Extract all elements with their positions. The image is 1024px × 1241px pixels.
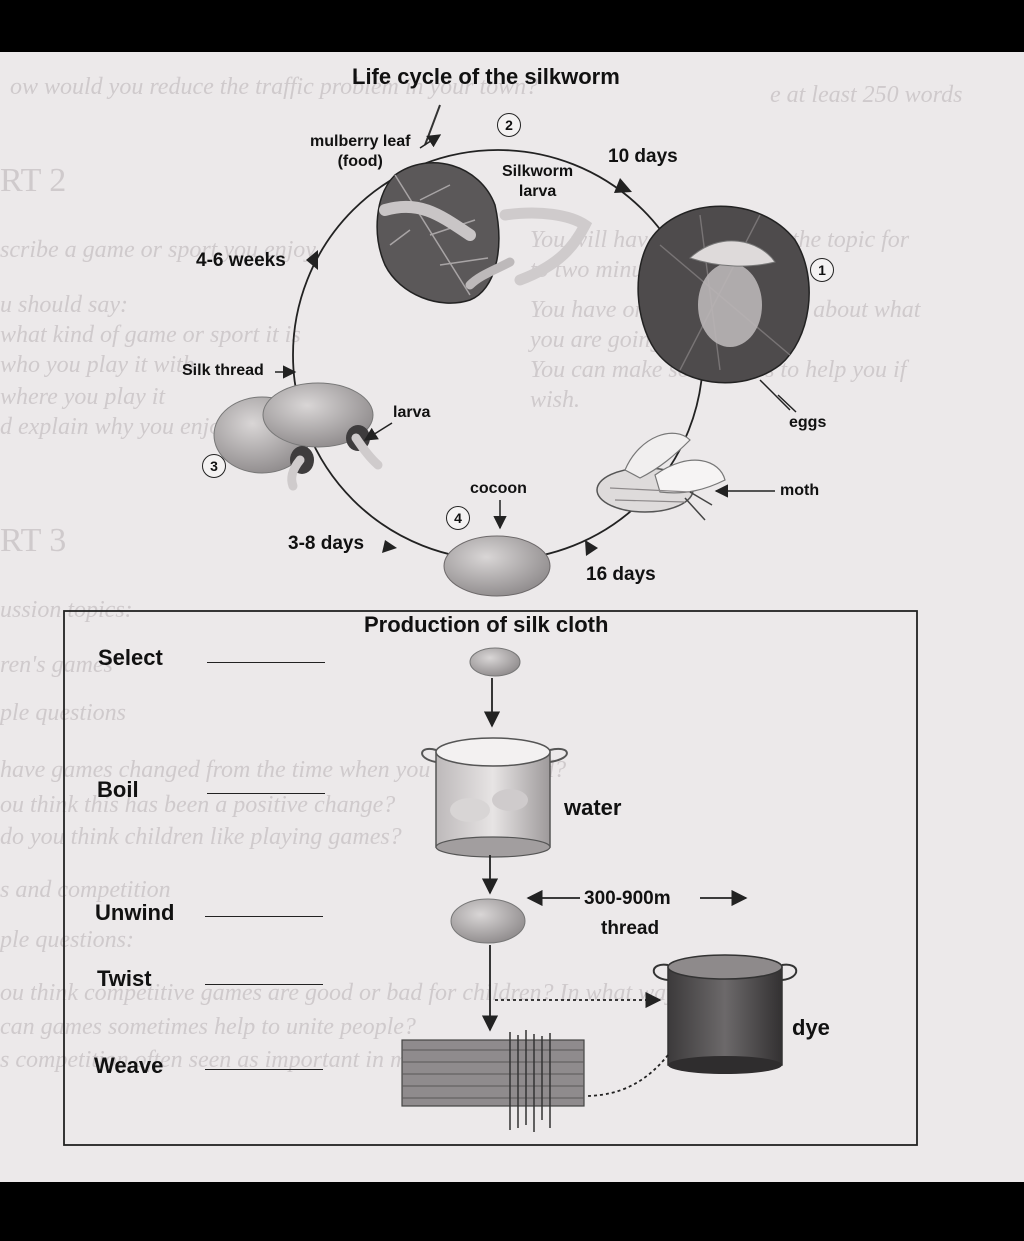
duration-3-8-days: 3-8 days bbox=[288, 533, 365, 554]
label-pointers bbox=[275, 134, 797, 530]
duration-10-days: 10 days bbox=[608, 146, 678, 167]
background-text: where you play it bbox=[0, 384, 166, 410]
arrow-16-days bbox=[585, 540, 598, 556]
arrow-4-6-weeks bbox=[306, 250, 318, 270]
stage-number-1: 1 bbox=[810, 258, 834, 282]
background-text: ple questions bbox=[0, 700, 126, 726]
cycle-arrows bbox=[306, 178, 632, 556]
step-select: Select bbox=[98, 645, 163, 670]
background-text: RT 3 bbox=[0, 522, 67, 559]
background-text: do you think children like playing games… bbox=[0, 824, 402, 850]
arrow-3-8-days bbox=[382, 540, 397, 553]
silkworm-larva-label: Silkworm larva bbox=[502, 163, 574, 200]
duration-16-days: 16 days bbox=[586, 564, 656, 585]
background-text: wish. bbox=[530, 387, 581, 413]
page: ow would you reduce the traffic problem … bbox=[0, 52, 1024, 1182]
stage-number-2: 2 bbox=[497, 113, 521, 137]
answer-line-select bbox=[207, 662, 325, 663]
step-boil: Boil bbox=[97, 777, 139, 802]
background-text: scribe a game or sport you enjoy bbox=[0, 237, 316, 263]
step-weave: Weave bbox=[94, 1053, 164, 1078]
silk-thread-cocoons-image bbox=[213, 382, 383, 491]
duration-4-6-weeks: 4-6 weeks bbox=[196, 250, 286, 271]
background-text: who you play it with bbox=[0, 352, 195, 378]
dye-label: dye bbox=[792, 1015, 830, 1040]
arrow-10-days bbox=[614, 178, 632, 193]
background-text: d explain why you enjoy it bbox=[0, 414, 252, 440]
answer-line-weave bbox=[205, 1069, 323, 1070]
silkworm-larva-image bbox=[379, 200, 476, 241]
water-label: water bbox=[564, 795, 622, 820]
cocoon-label: cocoon bbox=[470, 480, 527, 497]
dye-pot-image bbox=[652, 954, 798, 1074]
eggs-leaf-image bbox=[637, 205, 810, 411]
background-text: can games sometimes help to unite people… bbox=[0, 1014, 416, 1040]
woven-cloth-image bbox=[401, 1030, 585, 1132]
thread-length-label: 300-900m bbox=[584, 888, 671, 909]
step-twist: Twist bbox=[97, 966, 152, 991]
background-text: ou think competitive games are good or b… bbox=[0, 980, 699, 1006]
silkworm-larva-image bbox=[499, 207, 593, 286]
production-arrows bbox=[481, 678, 748, 1097]
background-text: ou think this has been a positive change… bbox=[0, 792, 396, 818]
answer-line-twist bbox=[205, 984, 323, 985]
moth-label: moth bbox=[780, 482, 820, 499]
background-text: ren's games bbox=[0, 652, 113, 678]
background-text: ussion topics: bbox=[0, 597, 133, 623]
background-text: what kind of game or sport it is bbox=[0, 322, 301, 348]
background-text: ow would you reduce the traffic problem … bbox=[10, 74, 539, 100]
stage-number-3: 3 bbox=[202, 454, 226, 478]
answer-line-unwind bbox=[205, 916, 323, 917]
background-text: ple questions: bbox=[0, 927, 134, 953]
cycle-title: Life cycle of the silkworm bbox=[352, 64, 620, 89]
eggs-label: eggs bbox=[789, 414, 827, 431]
stage-number-4: 4 bbox=[446, 506, 470, 530]
unwind-cocoon-image bbox=[450, 898, 526, 944]
answer-line-boil bbox=[207, 793, 325, 794]
moth-image bbox=[596, 432, 726, 521]
background-text: s and competition bbox=[0, 877, 171, 903]
background-text: RT 2 bbox=[0, 162, 67, 199]
thread-label: thread bbox=[601, 918, 660, 939]
cocoon-image bbox=[443, 535, 551, 597]
mulberry-leaf-image bbox=[376, 104, 593, 304]
mulberry-leaf-label: mulberry leaf (food) bbox=[310, 133, 411, 170]
silk-thread-label: Silk thread bbox=[182, 362, 264, 379]
select-cocoon-image bbox=[469, 647, 521, 677]
boiling-pot-image bbox=[421, 737, 568, 858]
production-box bbox=[63, 610, 918, 1146]
step-unwind: Unwind bbox=[95, 900, 175, 925]
background-text: e at least 250 words bbox=[770, 82, 963, 108]
larva-label: larva bbox=[393, 404, 431, 421]
background-text: u should say: bbox=[0, 292, 128, 318]
production-title: Production of silk cloth bbox=[364, 612, 609, 637]
